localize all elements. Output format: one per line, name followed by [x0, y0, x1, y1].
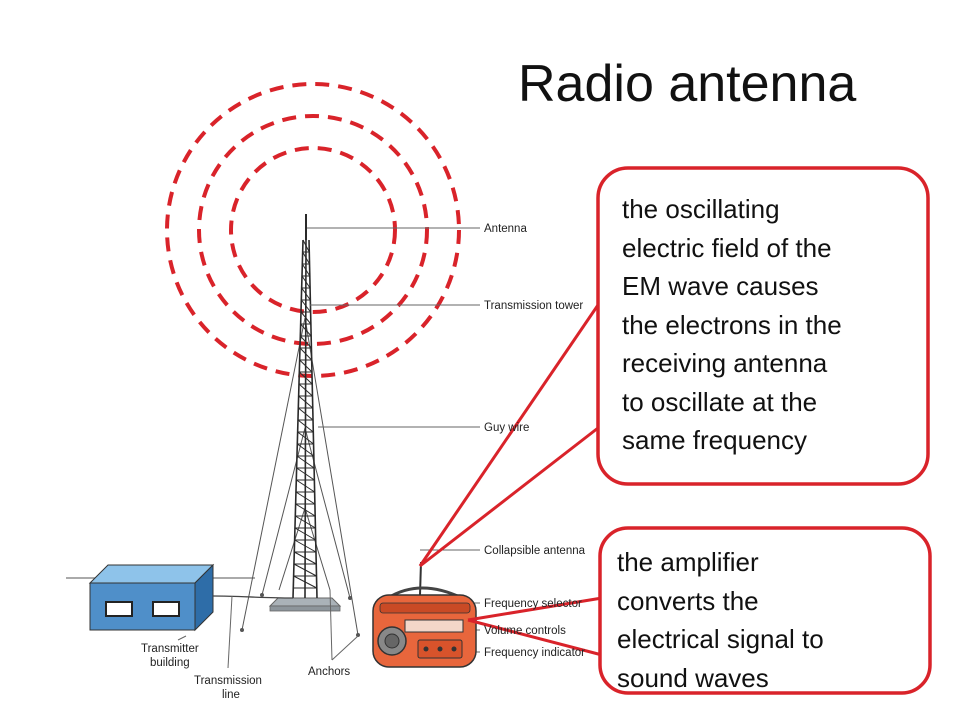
label-volume-controls: Volume controls [484, 625, 566, 637]
anchors [240, 593, 360, 637]
wave-ring-middle [197, 114, 429, 346]
callout-2-line: sound waves [617, 662, 769, 693]
label-transmission-line-line2: line [222, 689, 240, 701]
transmission-tower [292, 239, 318, 599]
callout-1-line: the oscillating [622, 194, 780, 224]
slide-title: Radio antenna [518, 55, 857, 113]
callout-1-line: the electrons in the [622, 309, 842, 340]
callout-2-line: electrical signal to [617, 624, 824, 654]
em-wave-rings [165, 82, 461, 378]
label-guy-wire: Guy wire [484, 422, 529, 434]
wave-ring-outer [165, 82, 461, 378]
label-frequency-selector: Frequency selector [484, 598, 582, 610]
tower-base [268, 597, 342, 607]
callout-1-line: electric field of the [622, 232, 832, 263]
transmitter-building [88, 563, 215, 632]
callout-1-text: the oscillating electric field of the EM… [622, 190, 842, 460]
callout-1-line: receiving antenna [622, 348, 828, 378]
transmission-line [212, 595, 294, 599]
label-frequency-indicator: Frequency indicator [484, 647, 585, 659]
callout-2-line: the amplifier [617, 547, 759, 577]
callout-pointers [418, 304, 603, 657]
label-collapsible-antenna: Collapsible antenna [484, 545, 586, 557]
callout-1-line: same frequency [622, 425, 807, 455]
radio-receiver [372, 561, 477, 668]
callout-1-line: to oscillate at the [622, 386, 818, 417]
label-anchors: Anchors [308, 666, 350, 678]
label-transmitter-building-line1: Transmitter [141, 643, 199, 655]
wave-ring-inner [229, 146, 397, 314]
label-antenna: Antenna [484, 223, 527, 235]
label-transmission-tower: Transmission tower [484, 300, 583, 312]
label-transmitter-building-line2: building [150, 657, 190, 669]
callout-1-line: EM wave causes [622, 271, 819, 301]
callout-2-text: the amplifier converts the electrical si… [617, 543, 824, 697]
callout-2-line: converts the [617, 585, 759, 616]
callout-box-2 [598, 526, 932, 695]
callout-box-1 [596, 166, 930, 486]
label-transmission-line-line1: Transmission [194, 675, 262, 687]
label-leaders [177, 227, 480, 669]
